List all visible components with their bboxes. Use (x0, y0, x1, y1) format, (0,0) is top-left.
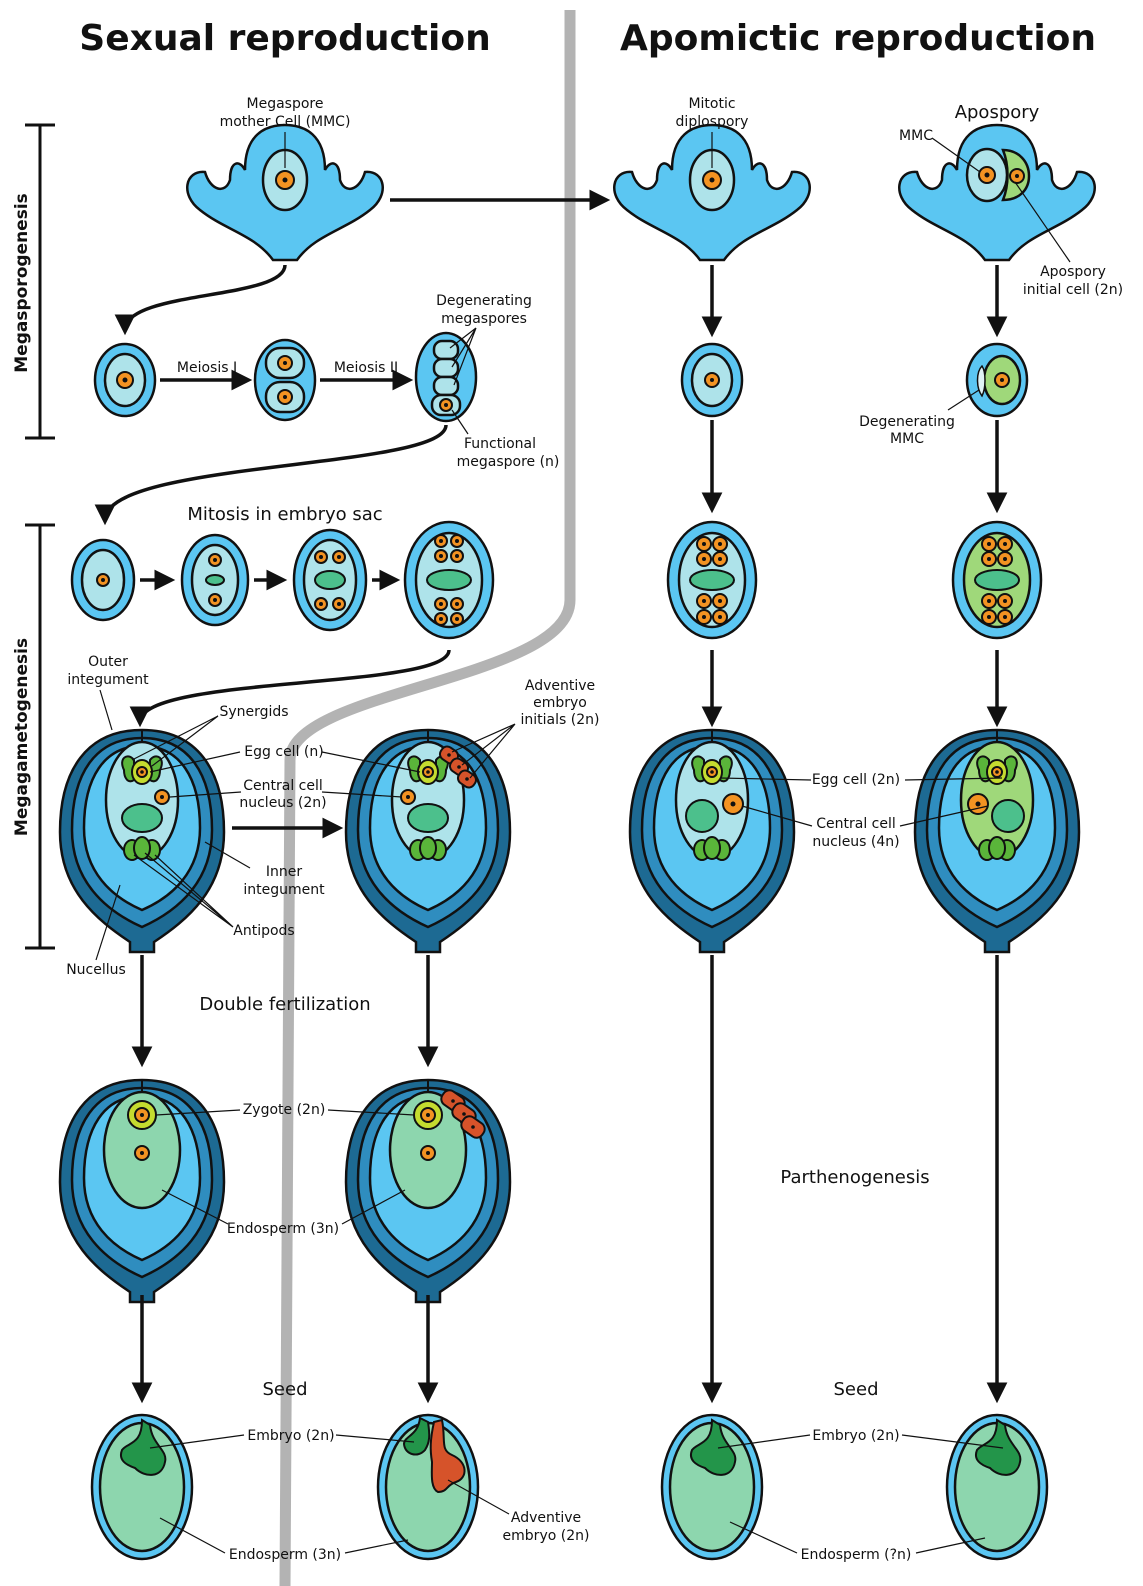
label-central-nucleus-2n: nucleus (2n) (239, 795, 326, 811)
label-seed-left: Seed (263, 1379, 308, 1400)
diplospory-sac (668, 522, 756, 638)
label-egg-n: Egg cell (n) (244, 744, 323, 760)
label-meiosis-ii: Meiosis II (334, 360, 398, 376)
apospory-cell (967, 344, 1027, 416)
ovule-apospory (915, 730, 1079, 952)
header-sexual: Sexual reproduction (79, 18, 490, 59)
label-degenerating: Degenerating (436, 293, 532, 309)
label-synergids: Synergids (219, 704, 288, 720)
label-embryo-right: Embryo (2n) (812, 1428, 899, 1444)
megasporogenesis-bracket: Megasporogenesis (12, 125, 55, 438)
diplospory-cell (682, 344, 742, 416)
mitosis-stage-1 (72, 540, 134, 620)
header-apomictic: Apomictic reproduction (620, 18, 1096, 59)
label-functional: Functional (464, 436, 536, 452)
arrow-mmc-to-meiosis (125, 265, 285, 330)
label-endosperm-3n: Endosperm (3n) (227, 1221, 339, 1237)
label-central4-nucleus: nucleus (4n) (812, 834, 899, 850)
label-egg-2n: Egg cell (2n) (812, 772, 900, 788)
label-adventive-embryo-seed: Adventive (511, 1510, 581, 1526)
label-nucellus: Nucellus (66, 962, 126, 978)
label-megaspores: megaspores (441, 311, 527, 327)
label-mitosis: Mitosis in embryo sac (187, 504, 382, 525)
seed-diplospory (662, 1415, 762, 1559)
label-antipods: Antipods (233, 923, 294, 939)
ovule-diplospory (630, 730, 794, 952)
label-zygote: Zygote (2n) (243, 1102, 326, 1118)
label-inner-integument: integument (243, 882, 325, 898)
label-mmc: MMC (899, 128, 933, 144)
label-meiosis-i: Meiosis I (177, 360, 237, 376)
label-degenerating-mmc-2: MMC (890, 431, 924, 447)
label-apospory-initial-2n: initial cell (2n) (1023, 282, 1123, 298)
mmc-cell (95, 344, 155, 416)
label-apospory-initial: Apospory (1040, 264, 1106, 280)
label-mmc-long: mother Cell (MMC) (220, 114, 351, 130)
label-megaspore: Megaspore (247, 96, 324, 112)
label-endosperm-seed: Endosperm (3n) (229, 1547, 341, 1563)
label-diplospory: diplospory (676, 114, 749, 130)
seed-sexual (92, 1415, 192, 1559)
label-degenerating-mmc: Degenerating (859, 414, 955, 430)
fertilized-ovule-sexual (60, 1080, 224, 1302)
megasporogenesis-label: Megasporogenesis (12, 193, 32, 373)
label-central-cell: Central cell (243, 778, 323, 794)
label-mitotic: Mitotic (688, 96, 735, 112)
label-central4: Central cell (816, 816, 896, 832)
megagametogenesis-label: Megagametogenesis (12, 638, 32, 836)
label-embryo-left: Embryo (2n) (247, 1428, 334, 1444)
label-outer-integument: integument (67, 672, 149, 688)
seed-apospory (947, 1415, 1047, 1559)
ovule-sexual (60, 730, 224, 952)
label-adventive-initials-2n: initials (2n) (521, 712, 600, 728)
meiosis-ii-tetrad (416, 333, 476, 421)
label-adventive: Adventive (525, 678, 595, 694)
label-apospory: Apospory (955, 102, 1040, 123)
mitosis-stage-3 (294, 530, 366, 630)
label-double-fertilization: Double fertilization (199, 994, 370, 1015)
arrow-to-ovule (140, 650, 449, 722)
meiosis-i-dyad (255, 340, 315, 420)
mmc-nucellus-apospory (899, 125, 1094, 260)
ovule-adventive (346, 730, 510, 952)
label-seed-right: Seed (834, 1379, 879, 1400)
label-inner: Inner (266, 864, 302, 880)
megagametogenesis-bracket: Megagametogenesis (12, 525, 55, 948)
mitosis-stage-4 (405, 522, 493, 638)
mitosis-stage-2 (182, 535, 248, 625)
label-functional-megaspore: megaspore (n) (457, 454, 560, 470)
label-adventive-embryo-2n: embryo (2n) (503, 1528, 590, 1544)
label-adventive-embryo: embryo (533, 695, 587, 711)
label-endosperm-q: Endosperm (?n) (801, 1547, 912, 1563)
seed-adventive (378, 1415, 478, 1559)
fertilized-ovule-adventive (346, 1080, 510, 1302)
label-outer: Outer (88, 654, 128, 670)
label-parthenogenesis: Parthenogenesis (780, 1167, 929, 1188)
apospory-sac (953, 522, 1041, 638)
